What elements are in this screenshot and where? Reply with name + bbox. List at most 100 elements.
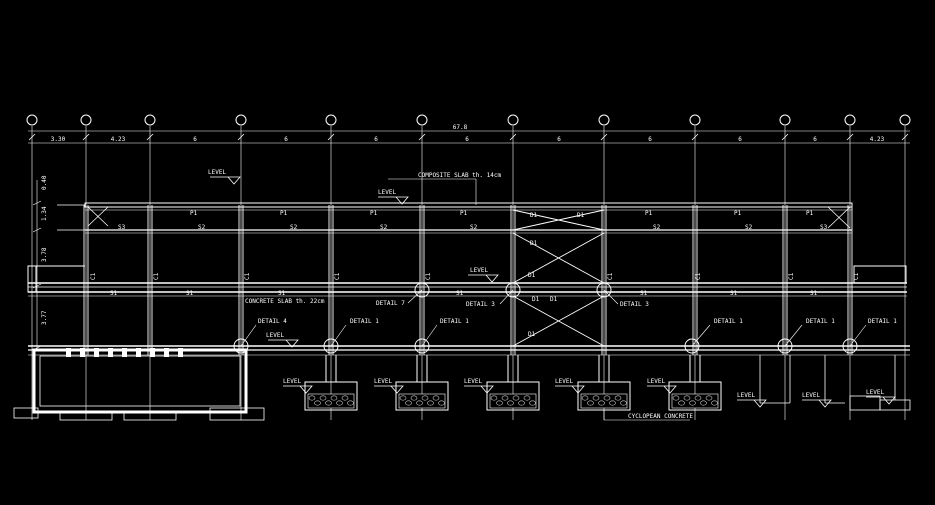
label-c1: C1 bbox=[607, 272, 614, 280]
level-label: LEVEL bbox=[737, 392, 755, 399]
basement-block bbox=[66, 348, 71, 357]
label-s2: S2 bbox=[380, 224, 388, 231]
level-label: LEVEL bbox=[866, 389, 884, 396]
detail-label: DETAIL 4 bbox=[258, 318, 287, 325]
roof-eave-left bbox=[57, 204, 109, 231]
cyclopean-stone bbox=[694, 395, 702, 401]
footing-pad bbox=[668, 381, 722, 411]
cyclopean-stone bbox=[427, 400, 434, 406]
label-c1: C1 bbox=[788, 272, 795, 280]
label-s1: S1 bbox=[278, 290, 286, 297]
cyclopean-stone bbox=[672, 395, 680, 401]
cyclopean-stone bbox=[678, 400, 685, 406]
dimension-seg-4: 6 bbox=[374, 136, 378, 143]
grid-bubbles bbox=[26, 114, 911, 126]
detail-label: DETAIL 1 bbox=[350, 318, 379, 325]
label-d1: D1 bbox=[577, 212, 585, 219]
grid-bubble bbox=[507, 114, 519, 126]
cyclopean-stone bbox=[319, 395, 327, 401]
cyclopean-stone bbox=[683, 395, 691, 401]
label-s1: S1 bbox=[186, 290, 194, 297]
cyclopean-stone bbox=[609, 400, 616, 406]
grid-bubble bbox=[689, 114, 701, 126]
dimension-seg-8: 6 bbox=[738, 136, 742, 143]
grid-bubble bbox=[325, 114, 337, 126]
cyclopean-stone bbox=[512, 395, 520, 401]
grid-bubble bbox=[144, 114, 156, 126]
basement-blocks bbox=[66, 348, 183, 357]
dimension-tick bbox=[691, 133, 699, 141]
label-p1: P1 bbox=[460, 210, 468, 217]
roof-eave-right bbox=[827, 206, 851, 229]
cyclopean-stone bbox=[308, 395, 316, 401]
cyclopean-stone bbox=[614, 395, 622, 401]
label-p1: P1 bbox=[806, 210, 814, 217]
dimension-tick bbox=[901, 133, 909, 141]
basement-block bbox=[94, 348, 99, 357]
label-s1: S1 bbox=[456, 290, 464, 297]
level-label: LEVEL bbox=[266, 332, 284, 339]
grid-bubble bbox=[779, 114, 791, 126]
dimension-seg-5: 6 bbox=[465, 136, 469, 143]
cyclopean-stone bbox=[438, 400, 445, 406]
label-d1: D1 bbox=[550, 296, 558, 303]
cyclopean-stone bbox=[330, 395, 338, 401]
dimension-tick bbox=[327, 133, 335, 141]
vdim-3: 3.77 bbox=[41, 310, 48, 325]
grid-bubble bbox=[598, 114, 610, 126]
detail-label: DETAIL 1 bbox=[868, 318, 897, 325]
cyclopean-stone bbox=[416, 400, 423, 406]
cyclopean-stone bbox=[705, 395, 713, 401]
cyclopean-stone bbox=[432, 395, 440, 401]
level-label: LEVEL bbox=[374, 378, 392, 385]
basement-block bbox=[164, 348, 169, 357]
dimension-tick bbox=[846, 133, 854, 141]
label-s2: S2 bbox=[745, 224, 753, 231]
cyclopean-stone bbox=[603, 395, 611, 401]
label-s2: S2 bbox=[653, 224, 661, 231]
top-dimension-line bbox=[28, 130, 910, 144]
concrete-slab-note: CONCRETE SLAB th. 22cm bbox=[245, 298, 325, 305]
detail-label: DETAIL 3 bbox=[466, 301, 495, 308]
label-d1: D1 bbox=[528, 331, 536, 338]
level-label: LEVEL bbox=[283, 378, 301, 385]
level-label: LEVEL bbox=[464, 378, 482, 385]
basement-box bbox=[13, 348, 265, 421]
dimension-seg-2: 6 bbox=[193, 136, 197, 143]
cyclopean-concrete-note: CYCLOPEAN CONCRETE bbox=[628, 413, 693, 420]
label-d1: D1 bbox=[532, 296, 540, 303]
right-annex-wall bbox=[853, 265, 907, 284]
cyclopean-stone bbox=[399, 395, 407, 401]
cyclopean-stone bbox=[592, 395, 600, 401]
vdim-0: 0.40 bbox=[41, 175, 48, 190]
cyclopean-stone bbox=[581, 395, 589, 401]
detail-label: DETAIL 1 bbox=[806, 318, 835, 325]
cyclopean-stone bbox=[341, 395, 349, 401]
cyclopean-stone bbox=[529, 400, 536, 406]
basement-block bbox=[80, 348, 85, 357]
label-c1: C1 bbox=[334, 272, 341, 280]
left-annex-wall bbox=[27, 265, 85, 293]
detail-label: DETAIL 1 bbox=[440, 318, 469, 325]
cyclopean-stone bbox=[507, 400, 514, 406]
grid-bubble bbox=[416, 114, 428, 126]
label-d1: D1 bbox=[530, 212, 538, 219]
floor-slab bbox=[28, 282, 907, 297]
label-p1: P1 bbox=[645, 210, 653, 217]
label-c1: C1 bbox=[695, 272, 702, 280]
dimension-seg-7: 6 bbox=[648, 136, 652, 143]
cyclopean-stone bbox=[523, 395, 531, 401]
label-s3: S3 bbox=[118, 224, 126, 231]
cyclopean-stone bbox=[620, 400, 627, 406]
label-p1: P1 bbox=[734, 210, 742, 217]
level-label: LEVEL bbox=[555, 378, 573, 385]
detail-circles bbox=[233, 282, 858, 354]
cyclopean-stone bbox=[421, 395, 429, 401]
cyclopean-stone bbox=[501, 395, 509, 401]
label-s1: S1 bbox=[640, 290, 648, 297]
cyclopean-stone bbox=[689, 400, 696, 406]
label-s2: S2 bbox=[290, 224, 298, 231]
label-c1: C1 bbox=[90, 272, 97, 280]
cyclopean-stone bbox=[496, 400, 503, 406]
